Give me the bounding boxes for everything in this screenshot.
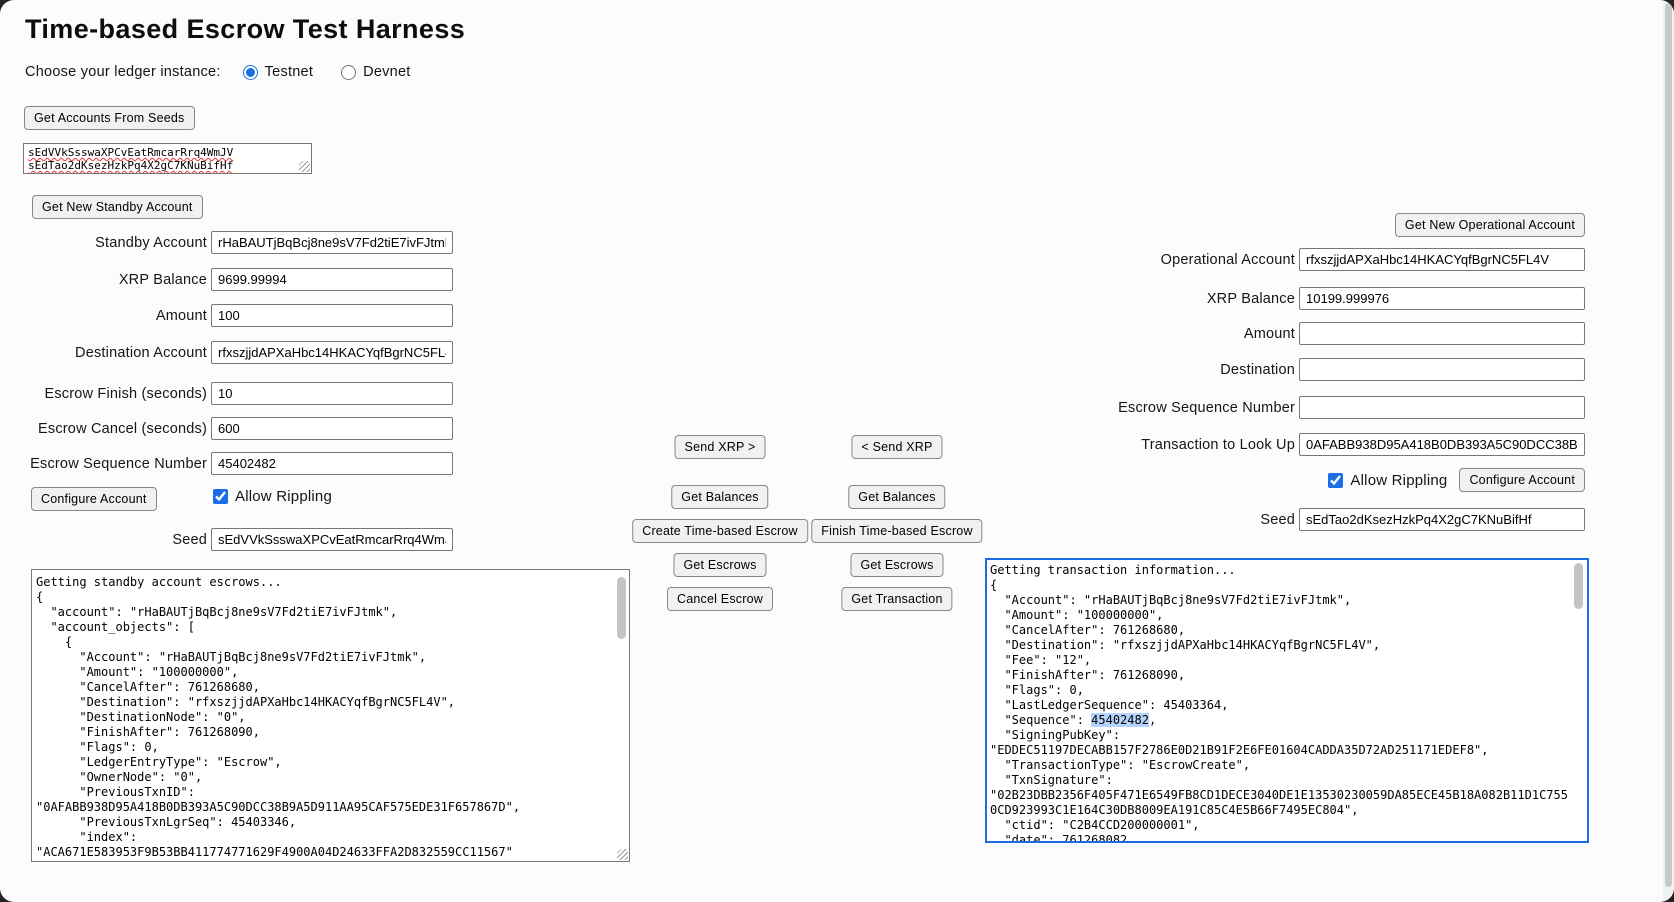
standby-destination-label: Destination Account (75, 344, 207, 361)
ledger-instance-label: Choose your ledger instance: (25, 64, 221, 80)
cancel-escrow-button[interactable]: Cancel Escrow (667, 587, 773, 611)
standby-amount-row: Amount (4, 304, 453, 327)
standby-account-input[interactable] (211, 231, 453, 254)
standby-configure-account-button[interactable]: Configure Account (31, 487, 157, 511)
standby-xrp-balance-label: XRP Balance (118, 271, 207, 288)
seeds-textarea[interactable]: sEdVVkSsswaXPCvEatRmcarRrq4WmJV sEdTao2d… (23, 143, 312, 174)
operational-allow-rippling: Allow Rippling Configure Account (1328, 468, 1585, 492)
standby-destination-row: Destination Account (4, 341, 453, 364)
testnet-radio[interactable] (242, 64, 258, 80)
escrow-finish-label: Escrow Finish (seconds) (44, 385, 207, 402)
operational-seed-label: Seed (1260, 511, 1295, 528)
operational-escrow-sequence-input[interactable] (1299, 396, 1585, 419)
get-transaction-button[interactable]: Get Transaction (841, 587, 953, 611)
escrow-finish-row: Escrow Finish (seconds) (4, 382, 453, 405)
escrow-cancel-label: Escrow Cancel (seconds) (38, 420, 207, 437)
ledger-instance-chooser: Choose your ledger instance: Testnet Dev… (25, 64, 439, 80)
create-escrow-button[interactable]: Create Time-based Escrow (632, 519, 808, 543)
escrow-finish-input[interactable] (211, 382, 453, 405)
operational-destination-row: Destination (996, 358, 1585, 381)
escrow-cancel-input[interactable] (211, 417, 453, 440)
get-escrows-operational-button[interactable]: Get Escrows (850, 553, 944, 577)
transaction-results-textarea[interactable]: Getting transaction information... { "Ac… (985, 558, 1589, 843)
operational-allow-rippling-checkbox[interactable] (1328, 472, 1344, 488)
operational-amount-label: Amount (1243, 325, 1295, 342)
standby-seed-input[interactable] (211, 528, 453, 551)
get-escrows-standby-button[interactable]: Get Escrows (673, 553, 767, 577)
standby-results-resize-grip[interactable] (617, 849, 628, 860)
standby-destination-input[interactable] (211, 341, 453, 364)
get-balances-operational-button[interactable]: Get Balances (848, 485, 946, 509)
get-new-standby-account-button[interactable]: Get New Standby Account (32, 195, 203, 219)
transaction-lookup-label: Transaction to Look Up (1141, 436, 1295, 453)
standby-allow-rippling-label: Allow Rippling (235, 488, 333, 505)
escrow-cancel-row: Escrow Cancel (seconds) (4, 417, 453, 440)
standby-escrow-sequence-row: Escrow Sequence Number (4, 452, 453, 475)
operational-destination-label: Destination (1220, 361, 1295, 378)
operational-account-input[interactable] (1299, 248, 1585, 271)
operational-amount-input[interactable] (1299, 322, 1585, 345)
standby-xrp-balance-row: XRP Balance (4, 268, 453, 291)
standby-results-textarea[interactable]: Getting standby account escrows... { "ac… (31, 569, 630, 862)
transaction-lookup-input[interactable] (1299, 433, 1585, 456)
standby-amount-input[interactable] (211, 304, 453, 327)
standby-account-row: Standby Account (4, 231, 453, 254)
page-scrollbar-thumb[interactable] (1665, 3, 1672, 887)
standby-results-text: Getting standby account escrows... { "ac… (36, 575, 521, 859)
standby-allow-rippling: Allow Rippling (213, 488, 332, 505)
testnet-radio-label: Testnet (264, 64, 314, 80)
operational-configure-account-button[interactable]: Configure Account (1459, 468, 1585, 492)
get-new-operational-account-button[interactable]: Get New Operational Account (1394, 213, 1585, 237)
operational-amount-row: Amount (996, 322, 1585, 345)
page-title: Time-based Escrow Test Harness (25, 14, 466, 44)
transaction-results-text-after: , "SigningPubKey": "EDDEC51197DECABB157F… (990, 713, 1568, 843)
standby-seed-label: Seed (172, 531, 207, 548)
transaction-lookup-row: Transaction to Look Up (996, 433, 1585, 456)
standby-seed-row: Seed (4, 528, 453, 551)
standby-account-label: Standby Account (95, 234, 207, 251)
standby-allow-rippling-checkbox[interactable] (213, 489, 228, 504)
operational-account-row: Operational Account (996, 248, 1585, 271)
operational-xrp-balance-row: XRP Balance (996, 287, 1585, 310)
standby-escrow-sequence-input[interactable] (211, 452, 453, 475)
page-scrollbar-track[interactable] (1663, 0, 1674, 902)
seeds-textarea-resize-grip[interactable] (299, 161, 310, 172)
operational-escrow-sequence-label: Escrow Sequence Number (1118, 399, 1295, 416)
operational-account-label: Operational Account (1160, 251, 1295, 268)
operational-escrow-sequence-row: Escrow Sequence Number (996, 396, 1585, 419)
standby-escrow-sequence-label: Escrow Sequence Number (30, 455, 207, 472)
transaction-results-scrollbar-thumb[interactable] (1574, 563, 1583, 609)
send-xrp-right-button[interactable]: Send XRP > (674, 435, 766, 459)
standby-xrp-balance-input[interactable] (211, 268, 453, 291)
radio-option-testnet[interactable]: Testnet (242, 64, 314, 80)
devnet-radio[interactable] (341, 64, 357, 80)
radio-option-devnet[interactable]: Devnet (341, 64, 410, 80)
get-balances-standby-button[interactable]: Get Balances (671, 485, 769, 509)
operational-allow-rippling-label: Allow Rippling (1350, 471, 1448, 489)
standby-results-scrollbar-thumb[interactable] (617, 577, 626, 639)
operational-seed-input[interactable] (1299, 508, 1585, 531)
operational-xrp-balance-input[interactable] (1299, 287, 1585, 310)
get-accounts-from-seeds-button[interactable]: Get Accounts From Seeds (24, 106, 195, 130)
operational-xrp-balance-label: XRP Balance (1206, 290, 1295, 307)
send-xrp-left-button[interactable]: < Send XRP (851, 435, 943, 459)
transaction-results-selected-text: 45402482 (1091, 713, 1149, 727)
operational-destination-input[interactable] (1299, 358, 1585, 381)
finish-escrow-button[interactable]: Finish Time-based Escrow (811, 519, 983, 543)
transaction-results-text-before: Getting transaction information... { "Ac… (990, 563, 1381, 727)
operational-seed-row: Seed (996, 508, 1585, 531)
standby-amount-label: Amount (155, 307, 207, 324)
devnet-radio-label: Devnet (363, 64, 411, 80)
